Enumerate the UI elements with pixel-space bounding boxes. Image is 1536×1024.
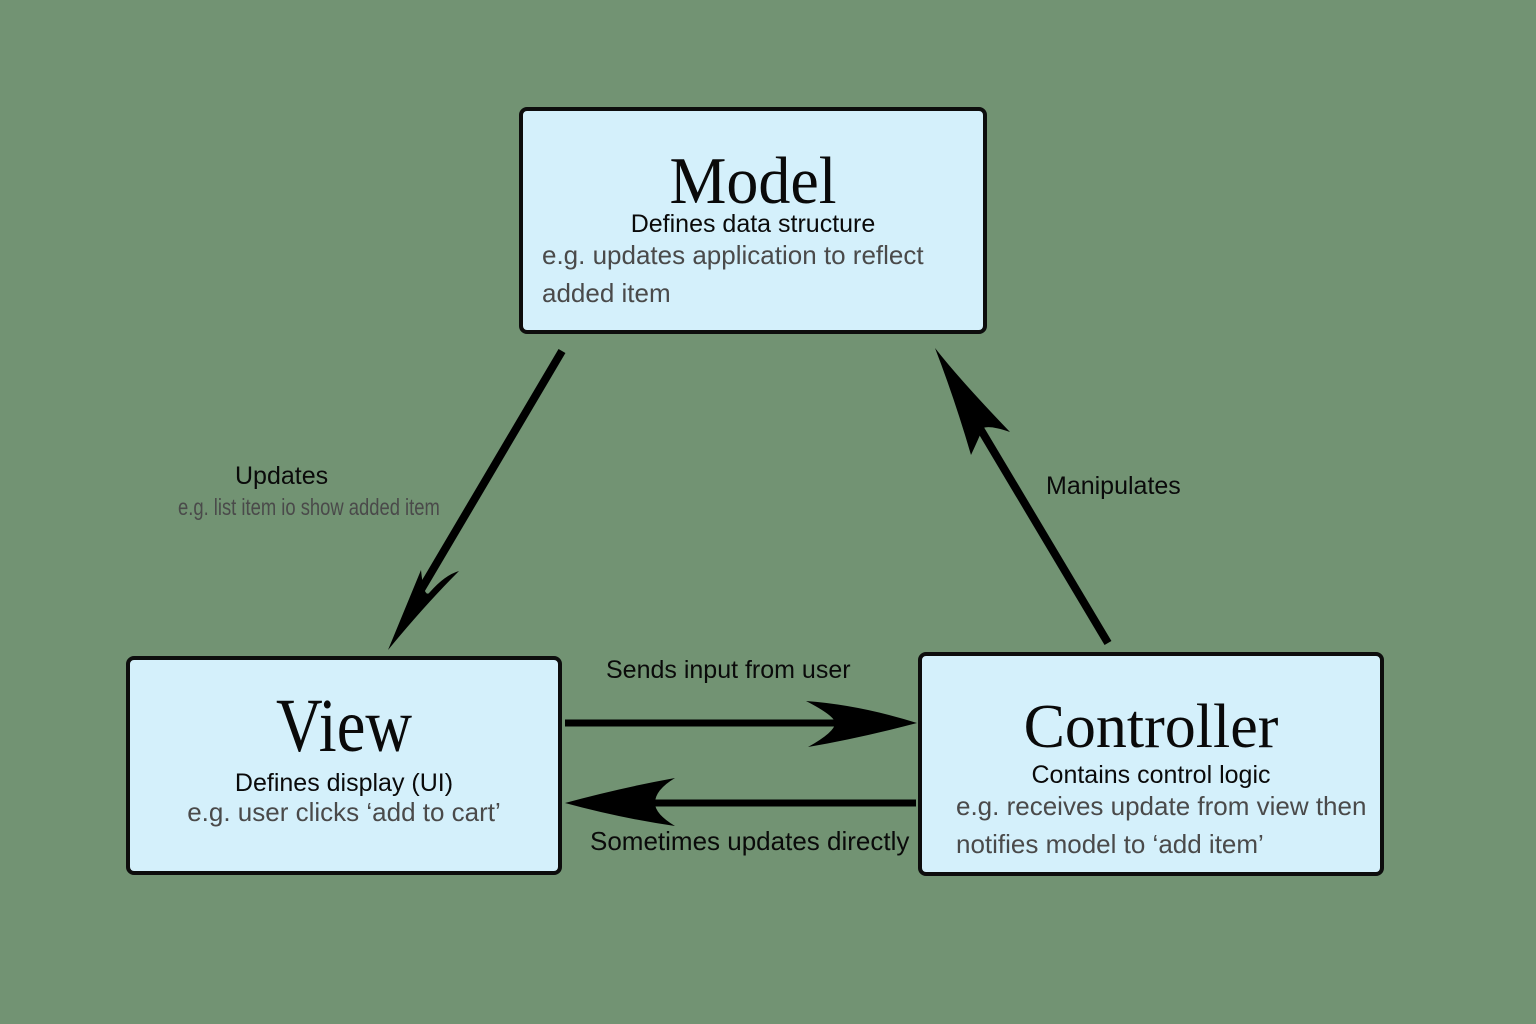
sends-input-label: Sends input from user [606, 656, 851, 684]
model-description: Defines data structure [630, 210, 876, 238]
updates-label: Updates [235, 462, 329, 490]
view-example: e.g. user clicks ‘add to cart’ [187, 797, 501, 827]
controller-example: e.g. receives update from view then noti… [956, 791, 1367, 859]
arrow-controller-to-model [935, 348, 1112, 646]
manipulates-label: Manipulates [1046, 472, 1181, 500]
controller-title: Controller [1023, 693, 1279, 761]
model-node: Model Defines data structure e.g. update… [519, 107, 987, 334]
model-title: Model [669, 143, 837, 218]
arrow-controller-to-view [565, 778, 916, 826]
model-example: e.g. updates application to reflect adde… [542, 240, 924, 308]
arrow-model-to-view [388, 348, 566, 650]
view-node: View Defines display (UI) e.g. user clic… [126, 656, 562, 875]
sometimes-updates-label: Sometimes updates directly [590, 826, 910, 856]
updates-example-label: e.g. list item io show added item [178, 494, 440, 520]
view-description: Defines display (UI) [234, 769, 454, 797]
arrow-view-to-controller [565, 701, 917, 747]
controller-node: Controller Contains control logic e.g. r… [918, 652, 1384, 876]
view-title: View [275, 684, 413, 768]
controller-description: Contains control logic [1031, 761, 1271, 789]
